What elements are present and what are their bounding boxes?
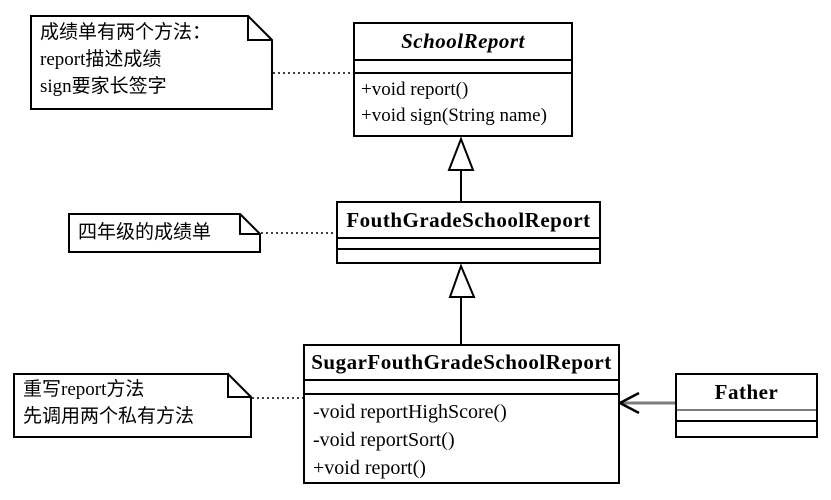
class-name: Father	[677, 375, 816, 411]
note-shape	[30, 15, 273, 110]
class-attributes-section	[305, 381, 618, 395]
note-line: 四年级的成绩单	[78, 222, 212, 243]
method: -void reportSort()	[313, 429, 455, 451]
class-name: SchoolReport	[355, 24, 571, 61]
class-schoolreport: SchoolReport +void report() +void sign(S…	[353, 22, 573, 137]
class-methods-section	[338, 250, 599, 262]
class-methods-section: +void report() +void sign(String name)	[355, 74, 571, 135]
class-name: FouthGradeSchoolReport	[338, 203, 599, 239]
note-fold-corner-icon	[239, 213, 261, 235]
class-attributes-section	[355, 61, 571, 74]
note-fold-corner-icon	[247, 15, 273, 41]
association-open-arrowhead	[617, 391, 640, 415]
class-sugarfouthgradeschoolreport: SugarFouthGradeSchoolReport -void report…	[303, 344, 620, 484]
note-text: 重写report方法 先调用两个私有方法	[23, 376, 226, 430]
note-fouthgrade: 四年级的成绩单	[68, 213, 261, 253]
note-line: 重写report方法	[23, 379, 145, 400]
note-line: report描述成绩	[40, 49, 162, 70]
generalization-triangle-2	[448, 263, 476, 298]
note-line: sign要家长签字	[40, 76, 167, 97]
method: +void report()	[361, 79, 469, 100]
method: +void sign(String name)	[361, 105, 547, 126]
note-line: 成绩单有两个方法：	[40, 22, 212, 43]
class-attributes-section	[338, 239, 599, 250]
note-shape	[13, 373, 252, 438]
note-text: 成绩单有两个方法： report描述成绩 sign要家长签字	[40, 19, 247, 100]
class-father: Father	[675, 373, 818, 438]
method: -void reportHighScore()	[313, 401, 507, 423]
note-sugar: 重写report方法 先调用两个私有方法	[13, 373, 252, 438]
method: +void report()	[313, 457, 426, 479]
class-attributes-section	[677, 411, 816, 422]
note-fold-corner-icon	[227, 373, 252, 398]
class-fouthgradeschoolreport: FouthGradeSchoolReport	[336, 201, 601, 264]
class-methods-section	[677, 422, 816, 436]
note-schoolreport: 成绩单有两个方法： report描述成绩 sign要家长签字	[30, 15, 273, 110]
generalization-triangle-1	[447, 136, 475, 171]
class-methods-section: -void reportHighScore() -void reportSort…	[305, 395, 618, 482]
note-text: 四年级的成绩单	[78, 219, 235, 246]
note-shape	[68, 213, 261, 253]
note-line: 先调用两个私有方法	[23, 406, 195, 427]
class-name: SugarFouthGradeSchoolReport	[305, 346, 618, 381]
